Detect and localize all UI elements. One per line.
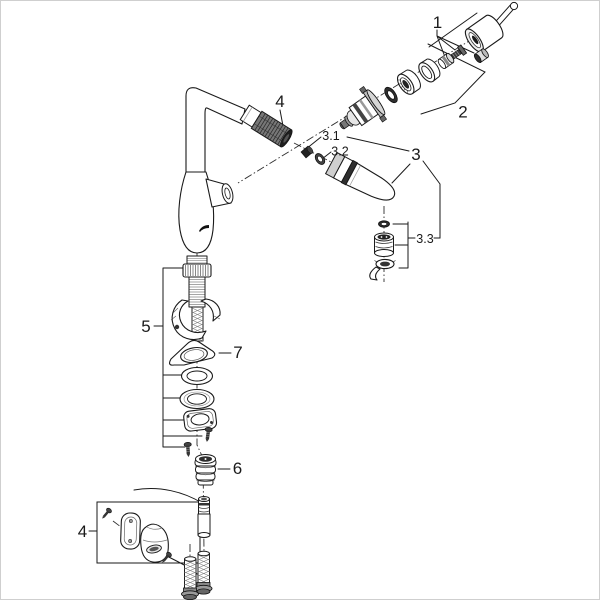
label-spacer-ring: 3.2 xyxy=(331,145,348,159)
handle-cap xyxy=(464,14,504,53)
holder-backplate xyxy=(120,512,141,550)
mounting-set xyxy=(169,255,221,457)
base-plate xyxy=(183,408,218,432)
handle-lever xyxy=(492,1,519,29)
mounting-clamp xyxy=(170,298,221,341)
check-valve xyxy=(300,145,314,159)
mousseur-assembly xyxy=(369,220,396,281)
mousseur xyxy=(374,232,394,257)
spray-head xyxy=(324,151,396,201)
mousseur-o-ring xyxy=(378,220,390,228)
stabilizer-plate xyxy=(169,339,216,366)
spray-head-assembly xyxy=(300,145,396,201)
label-hose-coupling: 6 xyxy=(233,459,242,478)
supply-hoses xyxy=(181,550,213,600)
supply-hose-left xyxy=(181,556,199,600)
label-check-valve: 3.1 xyxy=(322,129,339,143)
flow-mark xyxy=(199,225,209,232)
holder-cradle xyxy=(140,523,169,563)
holder-set xyxy=(102,507,172,563)
label-hose-holder: 4 xyxy=(78,522,87,541)
faucet-body xyxy=(178,87,293,254)
cartridge xyxy=(339,86,387,130)
label-stabilizer-plate: 7 xyxy=(233,343,242,362)
callout-lines xyxy=(88,12,486,564)
cartridge-assembly xyxy=(339,52,455,130)
label-mousseur-set: 3.3 xyxy=(416,232,433,246)
spout-end-connector xyxy=(239,104,293,148)
seal-ring-lower xyxy=(179,388,215,410)
holder-screw-lower xyxy=(162,551,172,563)
label-cartridge-set: 2 xyxy=(458,103,467,122)
fixing-screw-right xyxy=(204,426,213,442)
mounting-ring xyxy=(396,69,421,95)
handle-assembly xyxy=(448,1,519,63)
label-handle: 1 xyxy=(433,13,442,32)
label-spout-connector: 4 xyxy=(275,92,284,111)
mousseur-key xyxy=(369,258,396,281)
label-mounting-set: 5 xyxy=(141,317,150,336)
threaded-shank xyxy=(182,255,212,308)
o-ring xyxy=(384,86,398,104)
fixing-screw-left xyxy=(183,441,192,457)
callout-labels: 1 2 3 3.1 3.2 3.3 4 5 6 7 4 xyxy=(78,13,468,541)
adapter-sleeve xyxy=(437,52,455,70)
handle-plug xyxy=(473,48,489,63)
spacer-ring xyxy=(314,153,326,165)
label-spray-head: 3 xyxy=(411,145,420,164)
side-outlet xyxy=(205,178,234,208)
supply-hose-right xyxy=(194,550,213,595)
center-lines xyxy=(112,37,475,558)
hose-end-connector xyxy=(197,496,211,538)
seal-ring-upper xyxy=(180,366,214,386)
hose-coupling xyxy=(194,454,217,486)
cap-ring xyxy=(418,58,441,83)
holder-screw-upper xyxy=(102,507,112,519)
